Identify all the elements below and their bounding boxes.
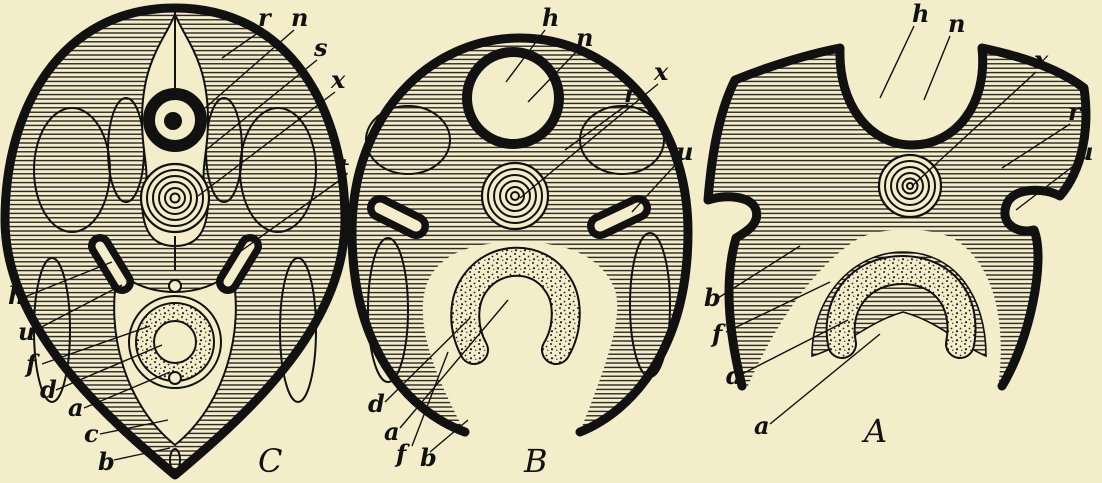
c-label-b: b — [98, 447, 115, 476]
a-figure-letter: A — [861, 412, 887, 450]
c-label-c: c — [84, 419, 99, 448]
c-label-x: x — [330, 65, 346, 94]
b-figure-letter: B — [523, 442, 548, 480]
c-ventral-vessel — [169, 372, 181, 384]
b-label-h: h — [542, 3, 559, 32]
c-notochord — [141, 164, 209, 232]
a-label-d: d — [726, 361, 743, 390]
a-label-h: h — [912, 0, 929, 28]
c-label-s: s — [313, 33, 328, 62]
c-label-u: u — [18, 317, 35, 346]
a-label-u: u — [1076, 137, 1093, 166]
a-notochord — [879, 155, 941, 217]
c-neural-canal — [164, 112, 182, 130]
b-notochord — [482, 163, 548, 229]
c-aorta — [169, 280, 181, 292]
b-label-u: u — [676, 137, 693, 166]
c-label-h: h — [8, 281, 25, 310]
c-label-d: d — [40, 375, 57, 404]
c-label-n: n — [291, 3, 308, 32]
a-label-a: a — [754, 411, 770, 440]
b-label-d: d — [368, 389, 385, 418]
c-figure-letter: C — [258, 442, 282, 480]
b-neural-tube — [467, 52, 559, 144]
b-pronephric-duct-left — [380, 208, 416, 226]
b-label-n: n — [576, 23, 593, 52]
b-label-b: b — [420, 443, 437, 472]
c-label-a: a — [68, 393, 84, 422]
a-label-n: n — [948, 9, 965, 38]
a-label-b: b — [704, 283, 721, 312]
b-label-x: x — [653, 57, 669, 86]
c-label-t: t — [338, 153, 349, 182]
a-label-x: x — [1033, 45, 1049, 74]
